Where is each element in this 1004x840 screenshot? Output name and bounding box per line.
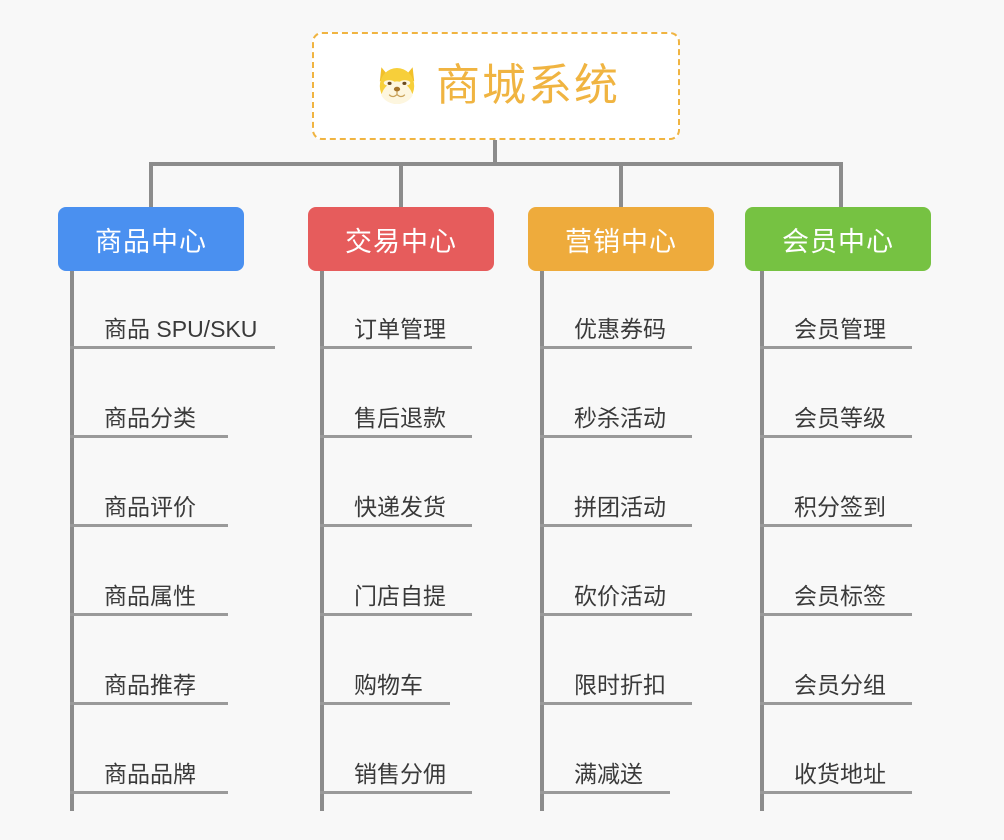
- category-header-交易中心[interactable]: 交易中心: [308, 207, 494, 271]
- leaf-underline: [320, 435, 472, 438]
- leaf-underline: [320, 346, 472, 349]
- leaf-label: 订单管理: [354, 315, 446, 342]
- leaf-item[interactable]: 砍价活动: [540, 560, 692, 616]
- leaf-label: 商品 SPU/SKU: [104, 315, 258, 342]
- leaf-label: 商品属性: [104, 582, 196, 609]
- leaf-underline: [320, 613, 472, 616]
- leaf-item[interactable]: 售后退款: [320, 382, 472, 438]
- category-header-营销中心[interactable]: 营销中心: [528, 207, 714, 271]
- leaf-label: 门店自提: [354, 582, 446, 609]
- leaf-item[interactable]: 满减送: [540, 738, 670, 794]
- leaf-label: 限时折扣: [574, 671, 666, 698]
- leaf-item[interactable]: 会员分组: [760, 649, 912, 705]
- leaf-underline: [320, 524, 472, 527]
- leaf-item[interactable]: 商品评价: [70, 471, 228, 527]
- leaf-label: 优惠券码: [574, 315, 666, 342]
- leaf-underline: [540, 791, 670, 794]
- leaf-underline: [540, 702, 692, 705]
- root-title: 商城系统: [436, 61, 620, 110]
- connector-drop-3: [619, 162, 623, 209]
- leaf-item[interactable]: 会员管理: [760, 293, 912, 349]
- leaf-underline: [320, 702, 450, 705]
- leaf-item[interactable]: 购物车: [320, 649, 450, 705]
- leaf-underline: [760, 524, 912, 527]
- leaf-item[interactable]: 商品推荐: [70, 649, 228, 705]
- leaf-underline: [70, 346, 275, 349]
- connector-drop-2: [399, 162, 403, 209]
- leaf-label: 商品评价: [104, 493, 196, 520]
- leaf-spine: [760, 271, 764, 811]
- leaf-item[interactable]: 快递发货: [320, 471, 472, 527]
- leaf-item[interactable]: 拼团活动: [540, 471, 692, 527]
- leaf-underline: [540, 613, 692, 616]
- leaf-spine: [320, 271, 324, 811]
- leaf-underline: [70, 702, 228, 705]
- leaf-underline: [70, 524, 228, 527]
- leaf-underline: [760, 613, 912, 616]
- leaf-underline: [760, 346, 912, 349]
- leaf-underline: [70, 613, 228, 616]
- leaf-label: 会员管理: [794, 315, 886, 342]
- connector-drop-4: [839, 162, 843, 209]
- leaf-spine: [70, 271, 74, 811]
- leaf-label: 购物车: [354, 671, 423, 698]
- connector-drop-1: [149, 162, 153, 209]
- leaf-item[interactable]: 商品分类: [70, 382, 228, 438]
- leaf-label: 积分签到: [794, 493, 886, 520]
- leaf-item[interactable]: 收货地址: [760, 738, 912, 794]
- leaf-label: 收货地址: [794, 760, 886, 787]
- connector-bus: [149, 162, 843, 166]
- connector-root-stem: [493, 140, 497, 166]
- leaf-underline: [70, 435, 228, 438]
- leaf-label: 快递发货: [354, 493, 446, 520]
- leaf-underline: [760, 702, 912, 705]
- shiba-dog-face-icon: [372, 61, 422, 111]
- leaf-label: 会员等级: [794, 404, 886, 431]
- leaf-underline: [70, 791, 228, 794]
- leaf-item[interactable]: 优惠券码: [540, 293, 692, 349]
- category-header-会员中心[interactable]: 会员中心: [745, 207, 931, 271]
- leaf-item[interactable]: 订单管理: [320, 293, 472, 349]
- leaf-item[interactable]: 限时折扣: [540, 649, 692, 705]
- leaf-item[interactable]: 会员等级: [760, 382, 912, 438]
- leaf-item[interactable]: 会员标签: [760, 560, 912, 616]
- category-label: 交易中心: [345, 226, 457, 257]
- leaf-label: 商品推荐: [104, 671, 196, 698]
- leaf-label: 会员标签: [794, 582, 886, 609]
- leaf-label: 拼团活动: [574, 493, 666, 520]
- leaf-underline: [760, 791, 912, 794]
- category-label: 会员中心: [782, 226, 894, 257]
- leaf-underline: [320, 791, 472, 794]
- leaf-item[interactable]: 商品属性: [70, 560, 228, 616]
- category-header-商品中心[interactable]: 商品中心: [58, 207, 244, 271]
- leaf-item[interactable]: 门店自提: [320, 560, 472, 616]
- leaf-underline: [540, 524, 692, 527]
- category-label: 营销中心: [565, 226, 677, 257]
- leaf-label: 会员分组: [794, 671, 886, 698]
- leaf-label: 秒杀活动: [574, 404, 666, 431]
- root-node[interactable]: 商城系统: [312, 32, 680, 140]
- leaf-label: 商品品牌: [104, 760, 196, 787]
- leaf-item[interactable]: 商品 SPU/SKU: [70, 293, 275, 349]
- leaf-item[interactable]: 秒杀活动: [540, 382, 692, 438]
- leaf-item[interactable]: 商品品牌: [70, 738, 228, 794]
- leaf-item[interactable]: 积分签到: [760, 471, 912, 527]
- leaf-item[interactable]: 销售分佣: [320, 738, 472, 794]
- leaf-spine: [540, 271, 544, 811]
- leaf-label: 商品分类: [104, 404, 196, 431]
- leaf-underline: [760, 435, 912, 438]
- category-label: 商品中心: [95, 226, 207, 257]
- leaf-label: 砍价活动: [574, 582, 666, 609]
- leaf-underline: [540, 346, 692, 349]
- leaf-underline: [540, 435, 692, 438]
- leaf-label: 售后退款: [354, 404, 446, 431]
- leaf-label: 满减送: [574, 760, 643, 787]
- leaf-label: 销售分佣: [354, 760, 446, 787]
